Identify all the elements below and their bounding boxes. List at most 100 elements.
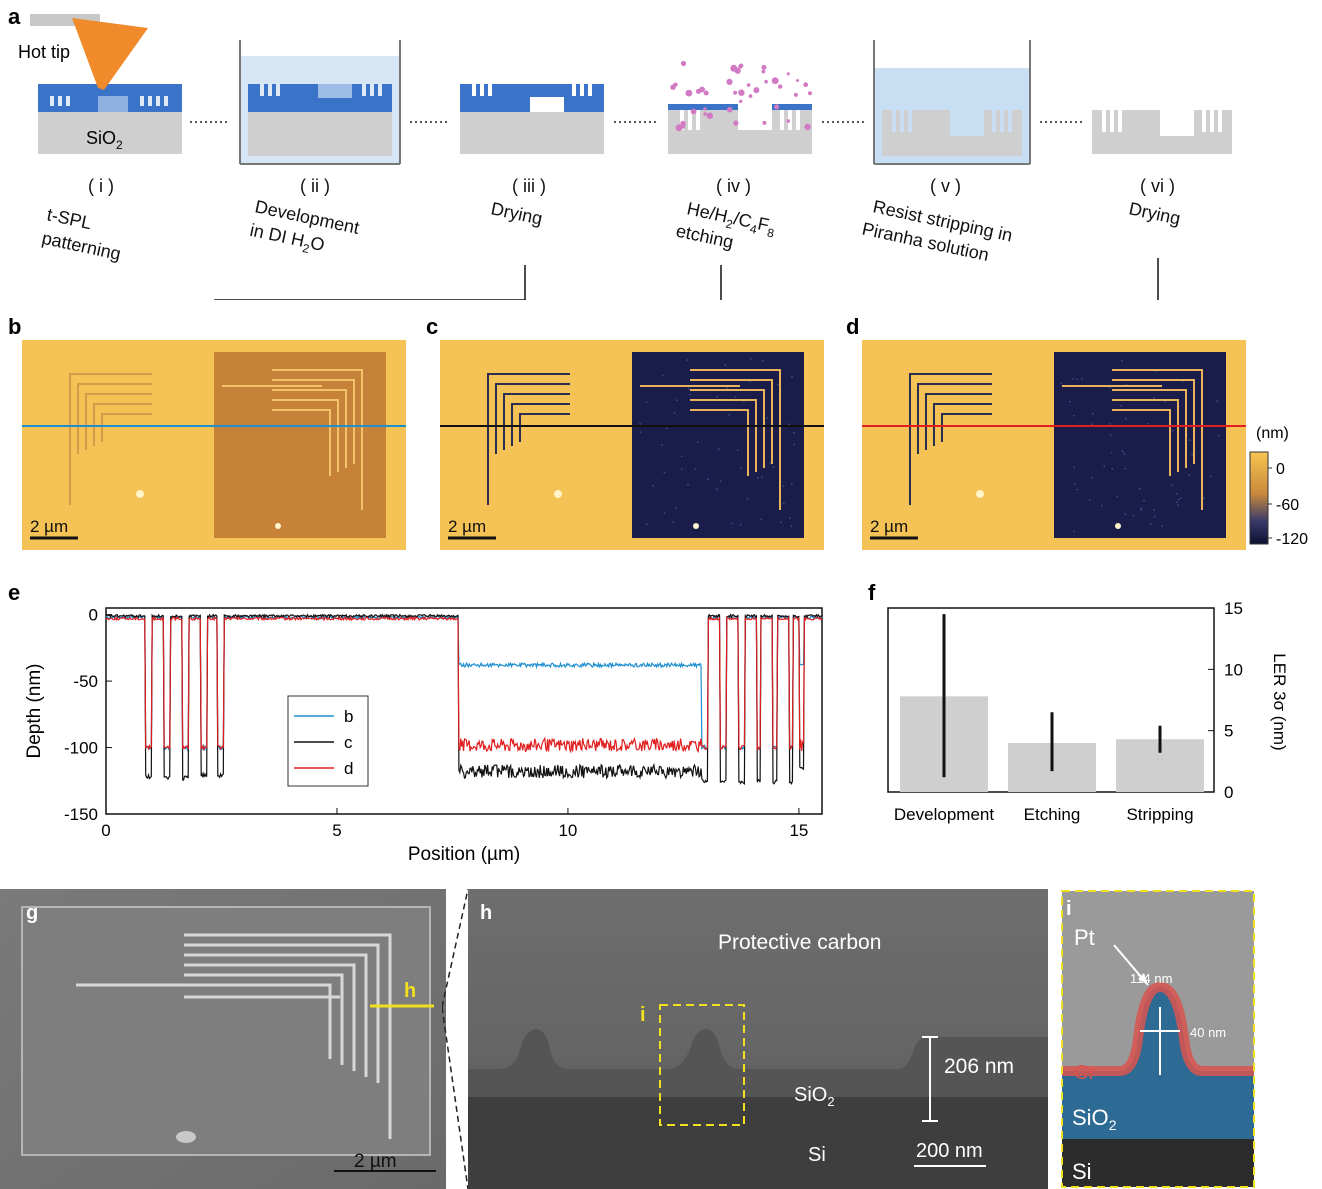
pad-noise [782,502,785,505]
afm-line [1112,409,1171,476]
afm-line [487,373,570,505]
pad-noise [1109,434,1112,437]
pad-noise [724,364,727,367]
pad-noise [1072,530,1075,533]
pad-noise [791,375,793,378]
pad-noise [1111,467,1114,470]
afm-line [77,383,152,454]
pad-noise [1153,396,1155,399]
plasma-particle [761,69,766,74]
plasma-particle [733,90,738,95]
pad-noise [1124,467,1127,470]
legend-c: c [344,733,353,752]
pad-noise [772,466,775,468]
plasma-particle [733,120,739,126]
pad-noise [1076,378,1078,381]
panel-label-b: b [8,314,21,339]
pad-noise [718,448,720,451]
pad-noise [639,422,641,425]
plasma-particle [675,124,683,132]
afm-line [503,393,570,450]
pad-noise [1191,453,1193,456]
pad-noise [1161,525,1164,528]
pad-noise [1164,400,1166,403]
pad-noise [1140,507,1143,510]
plasma-particle [771,77,779,85]
colorbar: (nm) 0 -60 -120 [1249,425,1308,548]
plasma-particle [680,60,687,67]
pad-noise [696,441,699,443]
step-v-number: ( v ) [930,176,961,196]
pad-noise [694,468,697,470]
step-i-diagram: Hot tip SiO2 [18,14,182,154]
pad-noise [663,512,666,514]
panel-label-e: e [8,580,20,605]
afm-image-c: 2 µm [440,340,824,550]
afm-line [917,383,992,454]
scalebar-label: 2 µm [30,517,68,536]
pad-noise [687,387,690,390]
colorbar-unit: (nm) [1256,425,1289,442]
y-tick-label: -50 [73,672,98,691]
scalebar-label: 2 µm [448,517,486,536]
pad-noise [1149,523,1152,526]
step-v-diagram [873,40,1031,165]
pad-noise [731,522,734,525]
afm-particle [554,490,562,498]
zoom-lines [442,889,469,1189]
plasma-particle [803,82,809,88]
pad-noise [676,399,678,401]
pad-noise [1188,439,1191,441]
pad-noise [788,423,790,426]
afm-line [93,403,152,446]
sem-line [184,953,368,1077]
plasma-particle [706,112,713,119]
afm-line [272,389,347,468]
pad-noise [1060,382,1063,385]
pad-noise [761,476,763,478]
plasma-particle [680,120,686,127]
f-y-tick-label: 10 [1224,660,1243,679]
protective-carbon-label: Protective carbon [718,931,881,954]
step-vi-caption: Drying [1127,198,1182,228]
pad-noise [1090,423,1093,426]
step-ii-caption: Developmentin DI H2O [247,196,361,265]
pad-noise [672,521,675,523]
pad-noise [769,461,771,464]
pad-noise [1116,495,1119,498]
sem-line [76,983,332,1059]
afm-line [272,379,355,464]
series-line-d [105,615,823,754]
pad-noise [1073,466,1076,469]
pad-noise [715,488,718,491]
pad-noise [1216,400,1218,402]
plasma-particle [690,108,697,115]
plasma-particle [778,84,783,89]
legend-b: b [344,707,353,726]
x-tick-label: 10 [558,821,577,840]
pad-noise [1072,414,1075,417]
plasma-particle [762,120,767,125]
pad-noise [661,443,664,446]
step-iv-diagram [668,60,812,154]
pad-noise [749,358,752,360]
pad-noise [1209,475,1212,478]
category-label: Etching [1024,805,1081,824]
panel-label-g: g [26,902,38,924]
f-y-tick-label: 15 [1224,599,1243,618]
i-sio2-label: SiO2 [1072,1105,1117,1133]
etched-pad [632,352,804,538]
h-scalebar-label: 200 nm [916,1140,983,1162]
legend-d: d [344,759,353,778]
step-vi-diagram [1092,110,1232,154]
pad-noise [1218,434,1221,437]
pad-noise [1120,360,1123,362]
pad-noise [686,359,689,362]
i-si-label: Si [1072,1159,1092,1184]
afm-line [1112,389,1187,468]
sem-line [184,943,380,1083]
colorbar-tick-0: 0 [1276,461,1285,478]
